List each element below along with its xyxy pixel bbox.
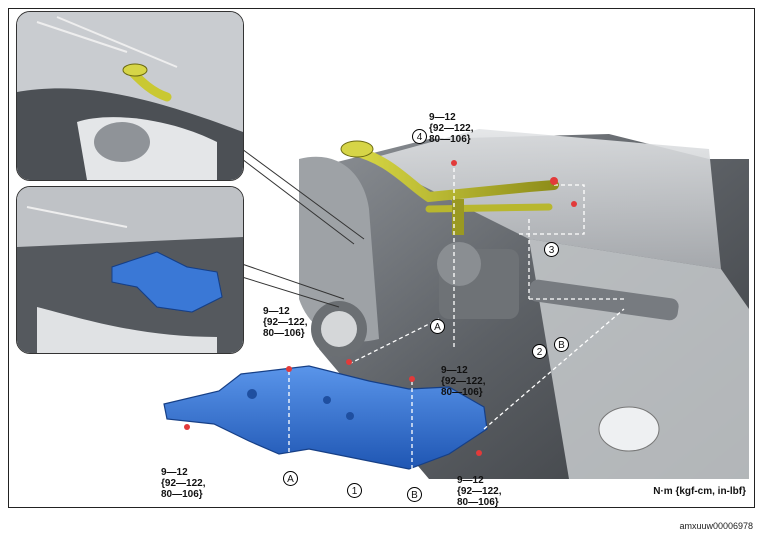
torque-label-top: 9—12{92—122,80—106} [429, 112, 474, 145]
figure-id: amxuuw00006978 [679, 521, 753, 531]
torque-label-right-bottom: 9—12{92—122,80—106} [457, 475, 502, 508]
callout-part-2: 2 [532, 344, 547, 359]
reference-b-top: B [554, 337, 569, 352]
callout-part-1: 1 [347, 483, 362, 498]
splash-shield-detail-illustration [17, 187, 243, 353]
callout-part-3: 3 [544, 242, 559, 257]
filler-neck-detail-illustration [17, 12, 243, 180]
callout-part-4: 4 [412, 129, 427, 144]
engine-bay-illustration [163, 129, 749, 479]
torque-label-left-bottom: 9—12{92—122,80—106} [161, 467, 206, 500]
reference-b-bottom: B [407, 487, 422, 502]
torque-units-note: N·m {kgf-cm, in-lbf} [653, 486, 746, 497]
torque-label-center: 9—12{92—122,80—106} [441, 365, 486, 398]
diagram-frame: 9—12{92—122,80—106} 9—12{92—122,80—106} … [8, 8, 755, 508]
detail-inset-splash-shield [16, 186, 244, 354]
reference-a-top: A [430, 319, 445, 334]
reference-a-bottom: A [283, 471, 298, 486]
torque-label-left-middle: 9—12{92—122,80—106} [263, 306, 308, 339]
detail-inset-filler-neck [16, 11, 244, 181]
